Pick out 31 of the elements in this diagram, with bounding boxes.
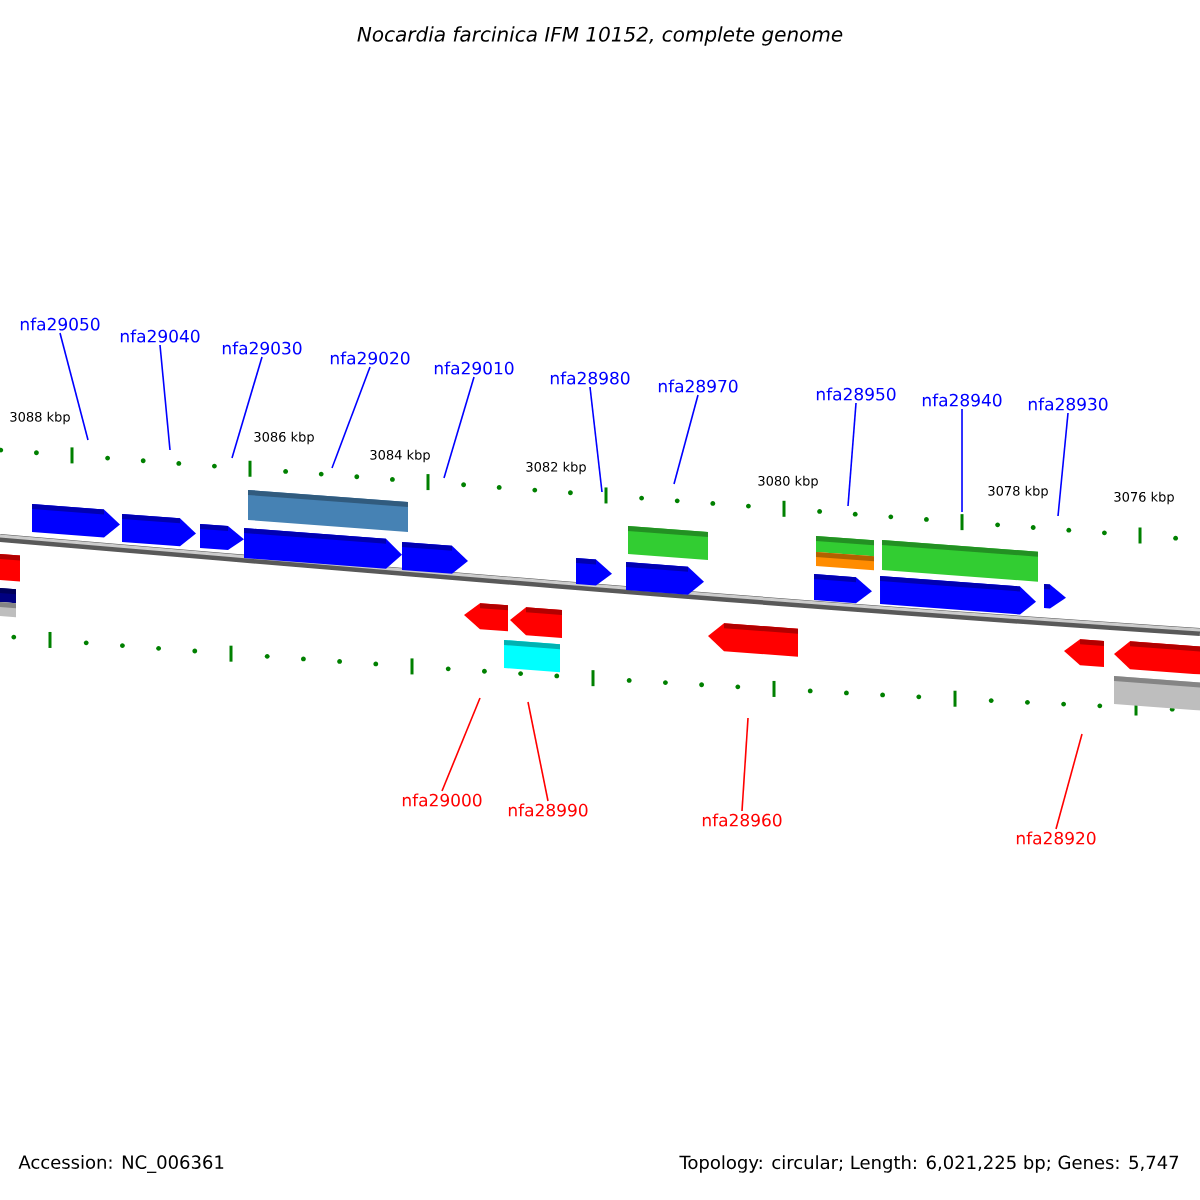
gene-label: nfa29030: [222, 341, 302, 355]
leader-line: [527, 701, 549, 802]
gene-label: nfa28940: [922, 393, 1002, 407]
leader-line: [331, 366, 371, 469]
gene-label: nfa29040: [120, 329, 200, 343]
gene-label: nfa28920: [1016, 831, 1096, 845]
gene-label: nfa28980: [550, 371, 630, 385]
gene-label: nfa28950: [816, 387, 896, 401]
gene-label: nfa29020: [330, 351, 410, 365]
leader-line: [441, 697, 481, 792]
gene-label: nfa28970: [658, 379, 738, 393]
gene-label: nfa28930: [1028, 397, 1108, 411]
gene-label: nfa28960: [702, 813, 782, 827]
gene-label: nfa29000: [402, 793, 482, 807]
gene-label: nfa29010: [434, 361, 514, 375]
leader-line: [673, 394, 699, 485]
title: Nocardia farcinica IFM 10152, complete genome: [357, 26, 843, 46]
gene-label: nfa28990: [508, 803, 588, 817]
leader-line: [741, 717, 749, 812]
leader-line: [59, 332, 89, 441]
footer-text: Accession: NC_006361: [18, 1155, 224, 1173]
leader-line: [589, 386, 603, 493]
leader-line: [847, 402, 857, 507]
leader-line: [961, 408, 963, 513]
leader-line: [1057, 412, 1069, 517]
leader-line: [1055, 733, 1083, 830]
leader-line: [231, 356, 263, 459]
leader-line: [159, 344, 171, 451]
leader-line: [443, 376, 475, 479]
footer-text: Topology: circular; Length: 6,021,225 bp; Genes: 5,747: [679, 1155, 1179, 1173]
gene-label: nfa29050: [20, 317, 100, 331]
